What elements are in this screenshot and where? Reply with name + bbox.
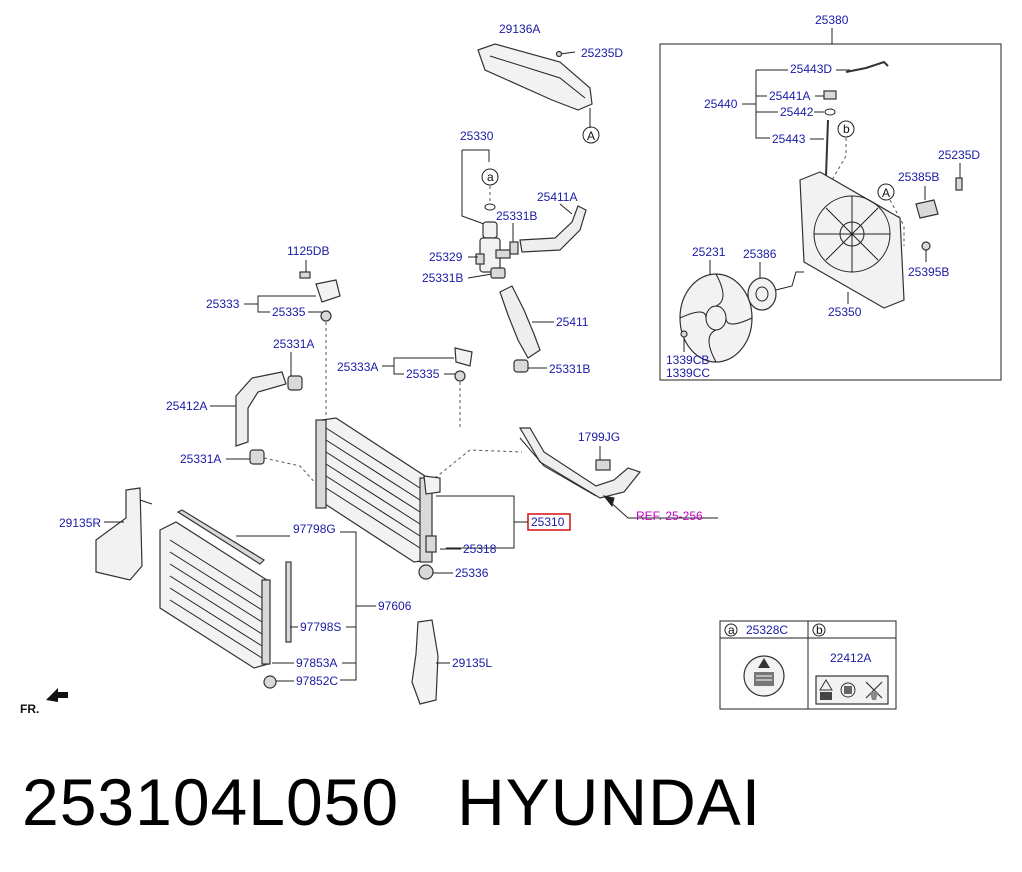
- label-1799JG: 1799JG: [578, 430, 620, 444]
- air-guard-left: [411, 619, 439, 705]
- front-indicator: FR.: [20, 702, 39, 716]
- ref-circle-A-right: [877, 183, 895, 201]
- label-25335-2: 25335: [406, 367, 440, 381]
- label-25411A: 25411A: [537, 190, 577, 204]
- label-25441A: 25441A: [769, 89, 810, 103]
- front-arrow-icon: [46, 688, 68, 702]
- label-25443: 25443: [772, 132, 806, 146]
- brand-name: HYUNDAI: [457, 765, 762, 839]
- legend-label-22412A: 22412A: [830, 651, 871, 665]
- label-97798G: 97798G: [293, 522, 336, 536]
- legend-ref-a: a: [728, 623, 735, 637]
- cooling-fan: [679, 273, 753, 363]
- label-25235D-top: 25235D: [581, 46, 623, 60]
- label-25380: 25380: [815, 13, 849, 27]
- radiator-assembly: [315, 417, 441, 563]
- ref-circle-b: [837, 120, 855, 138]
- label-29135R: 29135R: [59, 516, 101, 530]
- ref-circle-A-top: [582, 126, 600, 144]
- radiator-cap-neck: [475, 221, 511, 273]
- label-25318: 25318: [463, 542, 497, 556]
- fan-motor: [747, 271, 804, 311]
- ref-A-top: A: [587, 129, 595, 143]
- label-25386: 25386: [743, 247, 777, 261]
- label-25395B: 25395B: [908, 265, 949, 279]
- label-29136A: 29136A: [499, 22, 540, 36]
- label-25335-1: 25335: [272, 305, 306, 319]
- warning-label-icon: [743, 655, 785, 697]
- air-guard-right: [95, 487, 153, 581]
- label-25440: 25440: [704, 97, 738, 111]
- label-25310: 25310: [531, 515, 565, 529]
- ref-A-right: A: [882, 186, 890, 200]
- label-25443D: 25443D: [790, 62, 832, 76]
- label-25331A-1: 25331A: [273, 337, 314, 351]
- label-25385B: 25385B: [898, 170, 939, 184]
- legend-ref-b: b: [816, 623, 823, 637]
- ref-circle-a: [481, 168, 499, 186]
- part-number: 253104L050: [22, 765, 400, 839]
- fan-shroud: [799, 171, 905, 309]
- oil-cooler-lines: [518, 427, 642, 499]
- label-25329: 25329: [429, 250, 463, 264]
- label-1125DB: 1125DB: [287, 244, 329, 258]
- legend-table: a 25328C b 22412A: [719, 620, 897, 710]
- label-25331B-1: 25331B: [496, 209, 537, 223]
- label-97853A: 97853A: [296, 656, 337, 670]
- label-25412A: 25412A: [166, 399, 207, 413]
- label-97606: 97606: [378, 599, 412, 613]
- label-25235D-right: 25235D: [938, 148, 980, 162]
- label-25331B-3: 25331B: [549, 362, 590, 376]
- label-97798S: 97798S: [300, 620, 341, 634]
- label-25331A-2: 25331A: [180, 452, 221, 466]
- reference-25-256[interactable]: REF. 25-256: [636, 509, 703, 523]
- label-25411: 25411: [556, 315, 589, 329]
- fan-assembly-frame: [659, 43, 1002, 381]
- label-25333A: 25333A: [337, 360, 378, 374]
- label-25442: 25442: [780, 105, 814, 119]
- label-25350: 25350: [828, 305, 862, 319]
- air-guard-top: [477, 43, 593, 128]
- label-25331B-2: 25331B: [422, 271, 463, 285]
- label-25330: 25330: [460, 129, 494, 143]
- label-1339CC: 1339CC: [666, 366, 710, 380]
- caution-label-icon: [815, 675, 889, 705]
- condenser-assembly: [159, 509, 292, 689]
- label-1339CB: 1339CB: [666, 353, 709, 367]
- label-97852C: 97852C: [296, 674, 338, 688]
- label-25333: 25333: [206, 297, 240, 311]
- label-29135L: 29135L: [452, 656, 492, 670]
- ref-b: b: [843, 122, 850, 136]
- ref-a: a: [487, 170, 494, 184]
- legend-label-25328C: 25328C: [746, 623, 788, 637]
- label-25231: 25231: [692, 245, 726, 259]
- part-caption: 253104L050 HYUNDAI: [22, 762, 1002, 842]
- label-25336: 25336: [455, 566, 489, 580]
